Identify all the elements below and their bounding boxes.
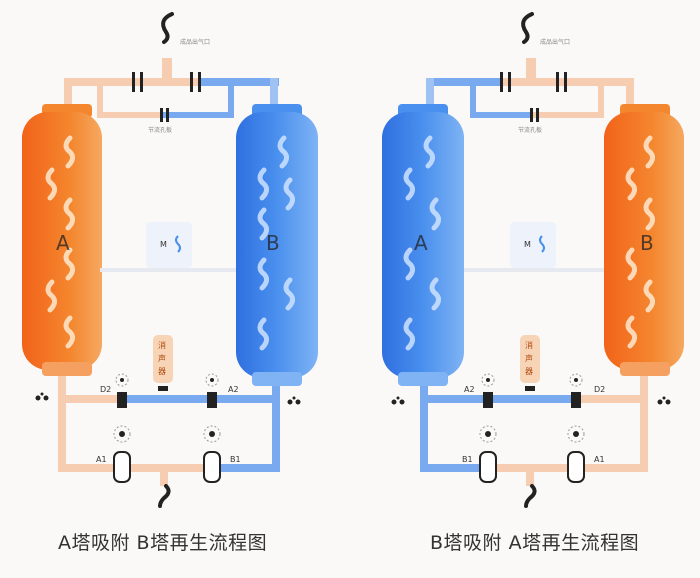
muffler-char-2: 声 bbox=[525, 353, 533, 363]
mid-pipe-hot bbox=[58, 395, 120, 403]
top-pipe-cold bbox=[199, 78, 279, 86]
valve-a1-label: A1 bbox=[96, 455, 107, 464]
valve-a1-label: A1 bbox=[594, 455, 605, 464]
orifice-plate bbox=[160, 108, 169, 122]
muffler-char-1: 消 bbox=[525, 340, 533, 350]
flow-diagram-svg: 成品出气口 节流孔板 A bbox=[382, 12, 684, 508]
heater-motor-box: M bbox=[464, 222, 604, 272]
valve-a1[interactable]: A1 bbox=[96, 425, 131, 483]
mid-pipe-cold bbox=[420, 395, 580, 403]
valve-d2-label: D2 bbox=[100, 385, 111, 394]
top-outlet-label: 成品出气口 bbox=[540, 38, 570, 46]
valve-a2[interactable]: A2 bbox=[205, 373, 239, 408]
b-bottom-riser bbox=[640, 376, 648, 472]
valve-b1-label: B1 bbox=[462, 455, 473, 464]
cool-wave-icons bbox=[403, 135, 442, 351]
mid-pipe-hot bbox=[580, 395, 642, 403]
tower-b: B bbox=[236, 104, 318, 386]
heater-motor-box: M bbox=[100, 222, 236, 272]
outlet-stub-pipe bbox=[162, 58, 172, 78]
valve-b1[interactable]: B1 bbox=[462, 425, 497, 483]
valve-a2[interactable]: A2 bbox=[464, 373, 495, 408]
check-valve-right bbox=[190, 72, 201, 92]
a-top-pipe bbox=[426, 78, 434, 108]
b-bottom-riser bbox=[272, 386, 280, 466]
drain-valve-right bbox=[657, 396, 671, 405]
muffler: 消 声 器 bbox=[520, 335, 540, 391]
purge-branch-hot bbox=[97, 86, 103, 116]
motor-label: M bbox=[160, 240, 167, 249]
valve-a1[interactable]: A1 bbox=[567, 425, 605, 483]
check-valve-left bbox=[132, 72, 143, 92]
tower-a: A bbox=[382, 104, 464, 386]
purge-branch-cold bbox=[228, 86, 234, 118]
diagram-a-adsorb-b-regen: 成品出气口 节流孔板 A bbox=[22, 12, 318, 554]
cool-wave-icons bbox=[257, 135, 296, 351]
muffler-char-3: 器 bbox=[525, 367, 533, 376]
muffler-char-1: 消 bbox=[158, 340, 166, 350]
muffler: 消 声 器 bbox=[153, 335, 173, 391]
check-valve-left bbox=[500, 72, 511, 92]
tower-b-label: B bbox=[266, 231, 280, 255]
top-pipe-hot bbox=[64, 78, 199, 86]
tower-a-label: A bbox=[56, 231, 70, 255]
valve-b1[interactable]: B1 bbox=[203, 425, 241, 483]
tower-a-label: A bbox=[414, 231, 428, 255]
tower-a: A bbox=[22, 104, 102, 376]
outlet-arrow-icon bbox=[161, 12, 174, 44]
bottom-pipe-cold bbox=[208, 464, 280, 472]
muffler-char-3: 器 bbox=[158, 367, 166, 376]
muffler-char-2: 声 bbox=[158, 353, 166, 363]
a-top-pipe bbox=[64, 78, 72, 108]
outlet-stub-pipe bbox=[526, 58, 536, 78]
b-top-pipe bbox=[626, 78, 634, 108]
inlet-arrow-icon bbox=[158, 484, 171, 508]
inlet-arrow-icon bbox=[524, 484, 537, 508]
top-outlet-label: 成品出气口 bbox=[180, 38, 210, 46]
purge-label: 节流孔板 bbox=[518, 126, 542, 134]
check-valve-right bbox=[556, 72, 567, 92]
outlet-arrow-icon bbox=[521, 12, 534, 44]
bottom-pipe-hot bbox=[58, 464, 208, 472]
valve-b1-label: B1 bbox=[230, 455, 241, 464]
tower-b: B bbox=[604, 104, 684, 376]
inlet-stub-pipe bbox=[160, 472, 168, 486]
inlet-stub-pipe bbox=[526, 472, 534, 486]
valve-d2-label: D2 bbox=[594, 385, 605, 394]
motor-label: M bbox=[524, 240, 531, 249]
purge-label: 节流孔板 bbox=[148, 126, 172, 134]
b-top-pipe bbox=[270, 78, 278, 108]
purge-line-cold bbox=[162, 112, 232, 118]
bottom-pipe-cold bbox=[420, 464, 492, 472]
purge-branch-cold bbox=[470, 86, 476, 118]
valve-d2[interactable]: D2 bbox=[569, 373, 605, 408]
drain-valve-left bbox=[35, 392, 49, 401]
purge-line-hot bbox=[530, 112, 602, 118]
diagram-caption: B塔吸附 A塔再生流程图 bbox=[430, 532, 640, 554]
valve-a2-label: A2 bbox=[464, 385, 475, 394]
flow-diagram-svg: 成品出气口 节流孔板 A bbox=[22, 12, 318, 508]
mid-pipe-cold bbox=[120, 395, 280, 403]
purge-line-cold bbox=[470, 112, 530, 118]
a-bottom-riser bbox=[58, 376, 66, 472]
top-pipe-cold bbox=[426, 78, 502, 86]
valve-d2[interactable]: D2 bbox=[100, 373, 129, 408]
drain-valve-left bbox=[391, 396, 405, 405]
heat-wave-icons bbox=[625, 135, 656, 349]
a-bottom-riser bbox=[420, 386, 428, 466]
heat-wave-icons bbox=[45, 135, 76, 349]
purge-branch-hot bbox=[598, 86, 604, 118]
drain-valve-right bbox=[287, 396, 301, 405]
diagram-b-adsorb-a-regen: 成品出气口 节流孔板 A bbox=[350, 0, 700, 578]
tower-b-label: B bbox=[640, 231, 654, 255]
valve-a2-label: A2 bbox=[228, 385, 239, 394]
orifice-plate bbox=[530, 108, 539, 122]
diagram-caption: A塔吸附 B塔再生流程图 bbox=[58, 532, 268, 554]
purge-line-hot bbox=[97, 112, 162, 118]
